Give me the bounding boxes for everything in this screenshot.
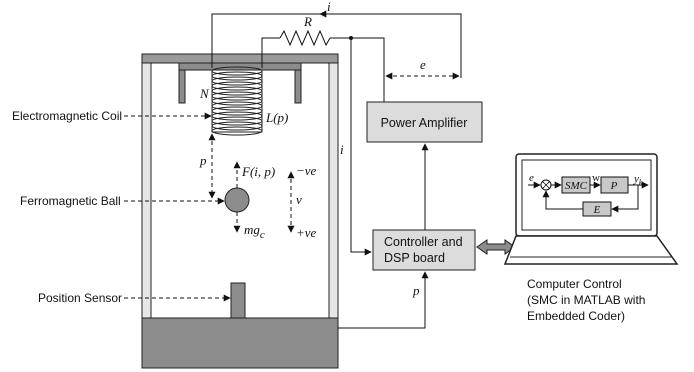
symbol-resistor: R — [303, 14, 312, 29]
screen-output-y: yk — [633, 173, 643, 187]
screen-input-e: e — [529, 172, 534, 184]
frame-top-plate — [141, 53, 339, 64]
frame-left-pillar — [141, 62, 152, 319]
frame-base — [141, 317, 339, 369]
screen-w: w — [592, 172, 600, 184]
controller-box — [372, 229, 476, 271]
wire-current-sense — [350, 38, 372, 256]
plant-block-label: P — [610, 180, 618, 192]
controller-label-line2: DSP board — [384, 251, 445, 265]
symbol-current-left: i — [340, 142, 344, 157]
wire-resistor-right — [330, 37, 385, 102]
symbol-force: F(i, p) — [241, 164, 275, 179]
maglev-frame — [141, 53, 339, 369]
label-electromagnetic-coil: Electromagnetic Coil — [12, 109, 122, 123]
smc-block-label: SMC — [565, 180, 588, 192]
coil-core-bracket — [178, 62, 302, 104]
symbol-neg-ve: −ve — [296, 163, 317, 178]
estimator-block-label: E — [593, 204, 601, 216]
resistor — [279, 29, 331, 47]
symbol-gravity: mgc — [244, 222, 265, 241]
symbol-error-voltage: e — [420, 57, 426, 72]
symbol-pos-ve: +ve — [296, 225, 317, 240]
symbol-current-top: i — [327, 0, 331, 14]
label-position-sensor: Position Sensor — [38, 291, 122, 305]
label-ferromagnetic-ball: Ferromagnetic Ball — [20, 194, 121, 208]
position-sensor — [230, 282, 246, 319]
ferromagnetic-ball — [224, 187, 250, 213]
power-amplifier-box — [366, 101, 483, 143]
power-amplifier-label: Power Amplifier — [381, 116, 468, 130]
symbol-sensor-p: p — [412, 283, 420, 298]
computer-label-line1: Computer Control — [527, 277, 622, 291]
wire-resistor-left — [261, 37, 280, 68]
symbol-velocity: v — [296, 192, 302, 207]
wire-sensor-to-controller — [338, 271, 429, 329]
computer-label-line2: (SMC in MATLAB with — [527, 293, 645, 307]
symbol-position-p: p — [199, 153, 207, 168]
laptop-keyboard-base — [503, 235, 679, 265]
laptop-screen — [521, 159, 652, 231]
electromagnetic-coil — [211, 66, 263, 136]
frame-right-pillar — [328, 62, 339, 319]
controller-label-line1: Controller and — [384, 235, 463, 249]
symbol-inductance: L(p) — [265, 110, 288, 125]
smc-block-diagram: e SMC w P yk E — [528, 172, 649, 217]
computer-label-line3: Embedded Coder) — [527, 309, 625, 323]
symbol-coil-turns: N — [199, 86, 210, 101]
